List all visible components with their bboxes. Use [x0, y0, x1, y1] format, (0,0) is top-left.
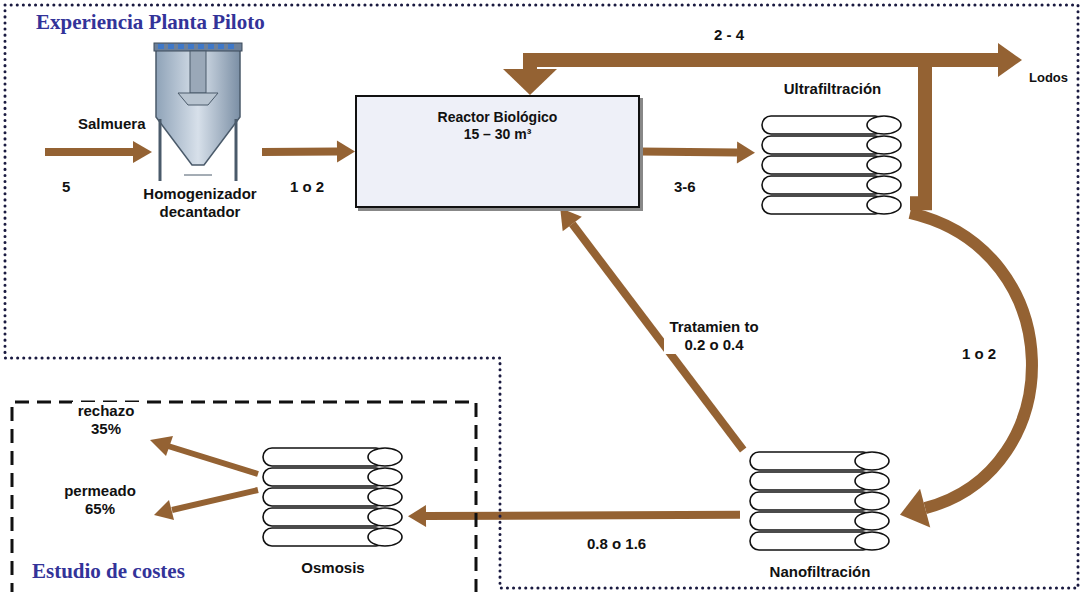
- unit-label: Osmosis: [258, 559, 408, 577]
- arrow-head: [337, 141, 355, 163]
- flow-rate: 1 o 2: [288, 178, 326, 196]
- text-label: permeado 65%: [58, 482, 142, 518]
- process-box: Reactor Biológico15 – 30 m³: [355, 95, 640, 208]
- tank-node: Homogenizador decantador: [138, 35, 262, 230]
- region-title: Estudio de costes: [32, 559, 185, 584]
- tank-illustration: [138, 35, 258, 185]
- flow-rate: 2 - 4: [712, 26, 746, 44]
- flow-arrow: [426, 515, 740, 516]
- flow-arrow: [640, 152, 737, 153]
- flow-rate: Tratamien to 0.2 o 0.4: [664, 318, 764, 354]
- box-volume: 15 – 30 m³: [357, 126, 638, 143]
- flow-arrow: [262, 148, 337, 156]
- arrow-head: [408, 505, 426, 527]
- flow-arrow: [910, 213, 1032, 508]
- unit-label: Nanofiltración: [740, 563, 900, 581]
- box-title: Reactor Biológico: [357, 109, 638, 126]
- arrow-head: [737, 142, 755, 164]
- text-label: Salmuera: [76, 115, 148, 133]
- flow-rate: 0.8 o 1.6: [585, 535, 648, 553]
- text-label: 5: [60, 178, 72, 196]
- arrow-head: [503, 69, 557, 95]
- region-title: Experiencia Planta Piloto: [36, 10, 265, 35]
- unit-label: Ultrafiltración: [755, 80, 910, 98]
- arrow-head: [900, 489, 930, 528]
- text-label: Lodos: [1027, 70, 1070, 86]
- membrane-unit: Osmosis: [258, 446, 408, 581]
- membrane-symbol: [748, 450, 893, 554]
- arrow-head: [560, 208, 582, 231]
- unit-label: Homogenizador decantador: [138, 185, 262, 221]
- flow-rate: 1 o 2: [960, 345, 998, 363]
- inlet-arrow: [45, 141, 152, 163]
- membrane-unit: Ultrafiltración: [755, 80, 910, 220]
- sludge-arrow: [918, 43, 1022, 77]
- membrane-symbol: [261, 446, 406, 550]
- flow-rate: 3-6: [672, 178, 698, 196]
- membrane-symbol: [760, 114, 905, 218]
- membrane-unit: Nanofiltración: [740, 450, 900, 585]
- osmosis-outputs: [150, 436, 258, 520]
- text-label: rechazo 35%: [72, 402, 140, 438]
